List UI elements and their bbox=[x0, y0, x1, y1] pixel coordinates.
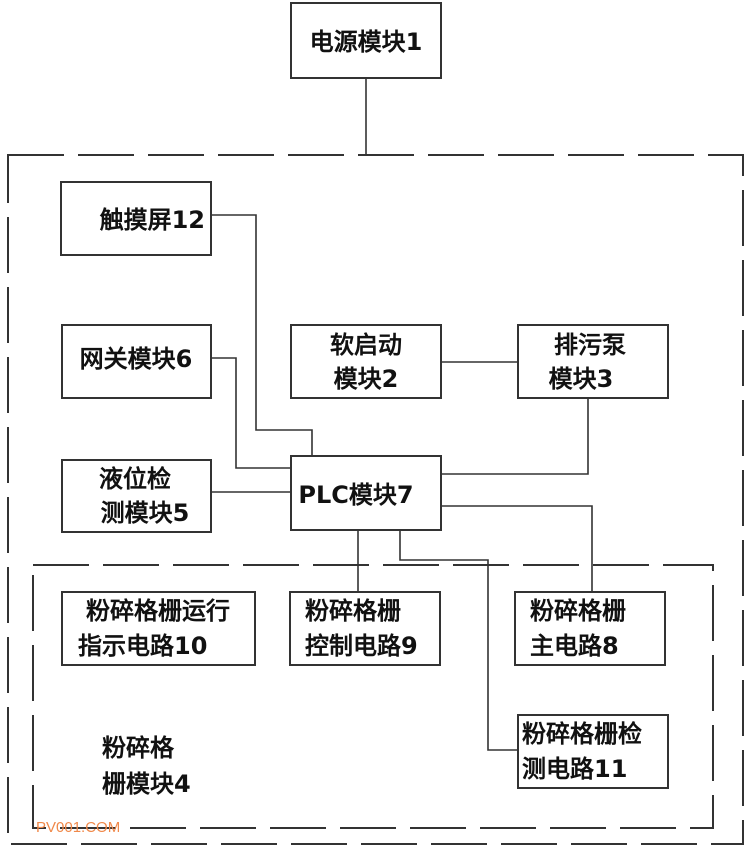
power-module: 电源模块1 bbox=[290, 2, 442, 79]
wire-pump-to-plc bbox=[441, 398, 589, 475]
detect-circuit: 粉碎格栅检 测电路11 bbox=[517, 714, 669, 789]
sewage-pump-label-line1: 排污泵 bbox=[554, 331, 626, 359]
main-circuit-label-line1: 粉碎格栅 bbox=[530, 597, 626, 625]
control-circuit-label-line2: 控制电路9 bbox=[305, 632, 418, 660]
gateway-label: 网关模块6 bbox=[80, 345, 193, 373]
level-detect-label-line1: 液位检 bbox=[99, 465, 171, 493]
wire-gateway-to-plc bbox=[211, 357, 291, 469]
detect-circuit-label-line1: 粉碎格栅检 bbox=[522, 720, 642, 748]
grinder-module-label-line1: 粉碎格 bbox=[102, 734, 175, 762]
touchscreen-module: 触摸屏12 bbox=[60, 181, 212, 256]
soft-start-module: 软启动 模块2 bbox=[290, 324, 442, 399]
sewage-pump-label-line2: 模块3 bbox=[549, 365, 614, 393]
control-circuit: 粉碎格栅 控制电路9 bbox=[289, 591, 441, 666]
gateway-module: 网关模块6 bbox=[61, 324, 212, 399]
plc-module: PLC模块7 bbox=[290, 455, 442, 531]
wire-plc-to-detect-circuit bbox=[399, 530, 518, 751]
sewage-pump-module: 排污泵 模块3 bbox=[517, 324, 669, 399]
wire-touchscreen-to-plc bbox=[211, 214, 313, 457]
soft-start-label-line2: 模块2 bbox=[334, 365, 399, 393]
run-indicator-circuit: 粉碎格栅运行 指示电路10 bbox=[61, 591, 256, 666]
run-indicator-label-line2: 指示电路10 bbox=[78, 632, 207, 660]
control-circuit-label-line1: 粉碎格栅 bbox=[305, 597, 401, 625]
detect-circuit-label-line2: 测电路11 bbox=[522, 755, 627, 783]
grinder-module-label-line2: 栅模块4 bbox=[102, 770, 191, 798]
touchscreen-label: 触摸屏12 bbox=[100, 206, 205, 234]
level-detect-label-line2: 测模块5 bbox=[101, 499, 190, 527]
wire-plc-to-main-circuit bbox=[441, 505, 593, 592]
power-module-label: 电源模块1 bbox=[310, 28, 423, 56]
control-cabinet-frame bbox=[7, 154, 744, 845]
grinder-module-frame bbox=[32, 564, 714, 829]
watermark: PV001.COM bbox=[36, 819, 120, 836]
main-circuit-label-line2: 主电路8 bbox=[530, 632, 619, 660]
soft-start-label-line1: 软启动 bbox=[330, 331, 402, 359]
run-indicator-label-line1: 粉碎格栅运行 bbox=[86, 597, 230, 625]
main-circuit: 粉碎格栅 主电路8 bbox=[514, 591, 666, 666]
level-detect-module: 液位检 测模块5 bbox=[61, 459, 212, 533]
plc-label: PLC模块7 bbox=[298, 481, 413, 509]
